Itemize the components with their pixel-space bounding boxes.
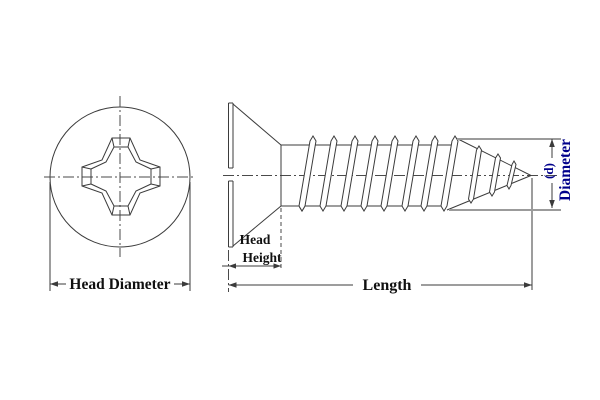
- point-top-edge: [455, 137, 532, 176]
- minor-diameter-dimension: (d) Diameter: [449, 138, 574, 211]
- arrow-right-icon: [524, 282, 532, 288]
- thread-crests: [298, 135, 517, 212]
- head-height-dimension: Head Height: [222, 208, 282, 292]
- head-diameter-dimension: Head Diameter: [49, 182, 191, 293]
- diameter-label: Diameter: [557, 139, 574, 201]
- arrow-right-icon: [182, 281, 190, 287]
- phillips-recess-chamfers: [81, 137, 161, 216]
- arrow-down-icon: [549, 200, 555, 208]
- head-diameter-label: Head Diameter: [69, 276, 170, 293]
- screw-side-view: [223, 102, 558, 248]
- head-height-label-line2: Height: [243, 250, 283, 265]
- length-dimension: Length: [228, 178, 533, 294]
- head-height-label-line1: Head: [240, 232, 271, 247]
- head-face: [228, 102, 234, 248]
- length-label: Length: [363, 277, 412, 294]
- arrow-left-icon: [50, 281, 58, 287]
- point-bottom-edge: [446, 175, 532, 211]
- minor-d-label: (d): [541, 163, 556, 179]
- screw-top-view: [44, 96, 196, 257]
- arrow-up-icon: [549, 139, 555, 147]
- arrow-left-icon: [228, 282, 237, 288]
- arrow-left-icon: [228, 263, 236, 269]
- arrow-right-icon: [273, 263, 281, 269]
- cone-bottom-edge: [232, 205, 282, 247]
- cone-top-edge: [232, 103, 282, 146]
